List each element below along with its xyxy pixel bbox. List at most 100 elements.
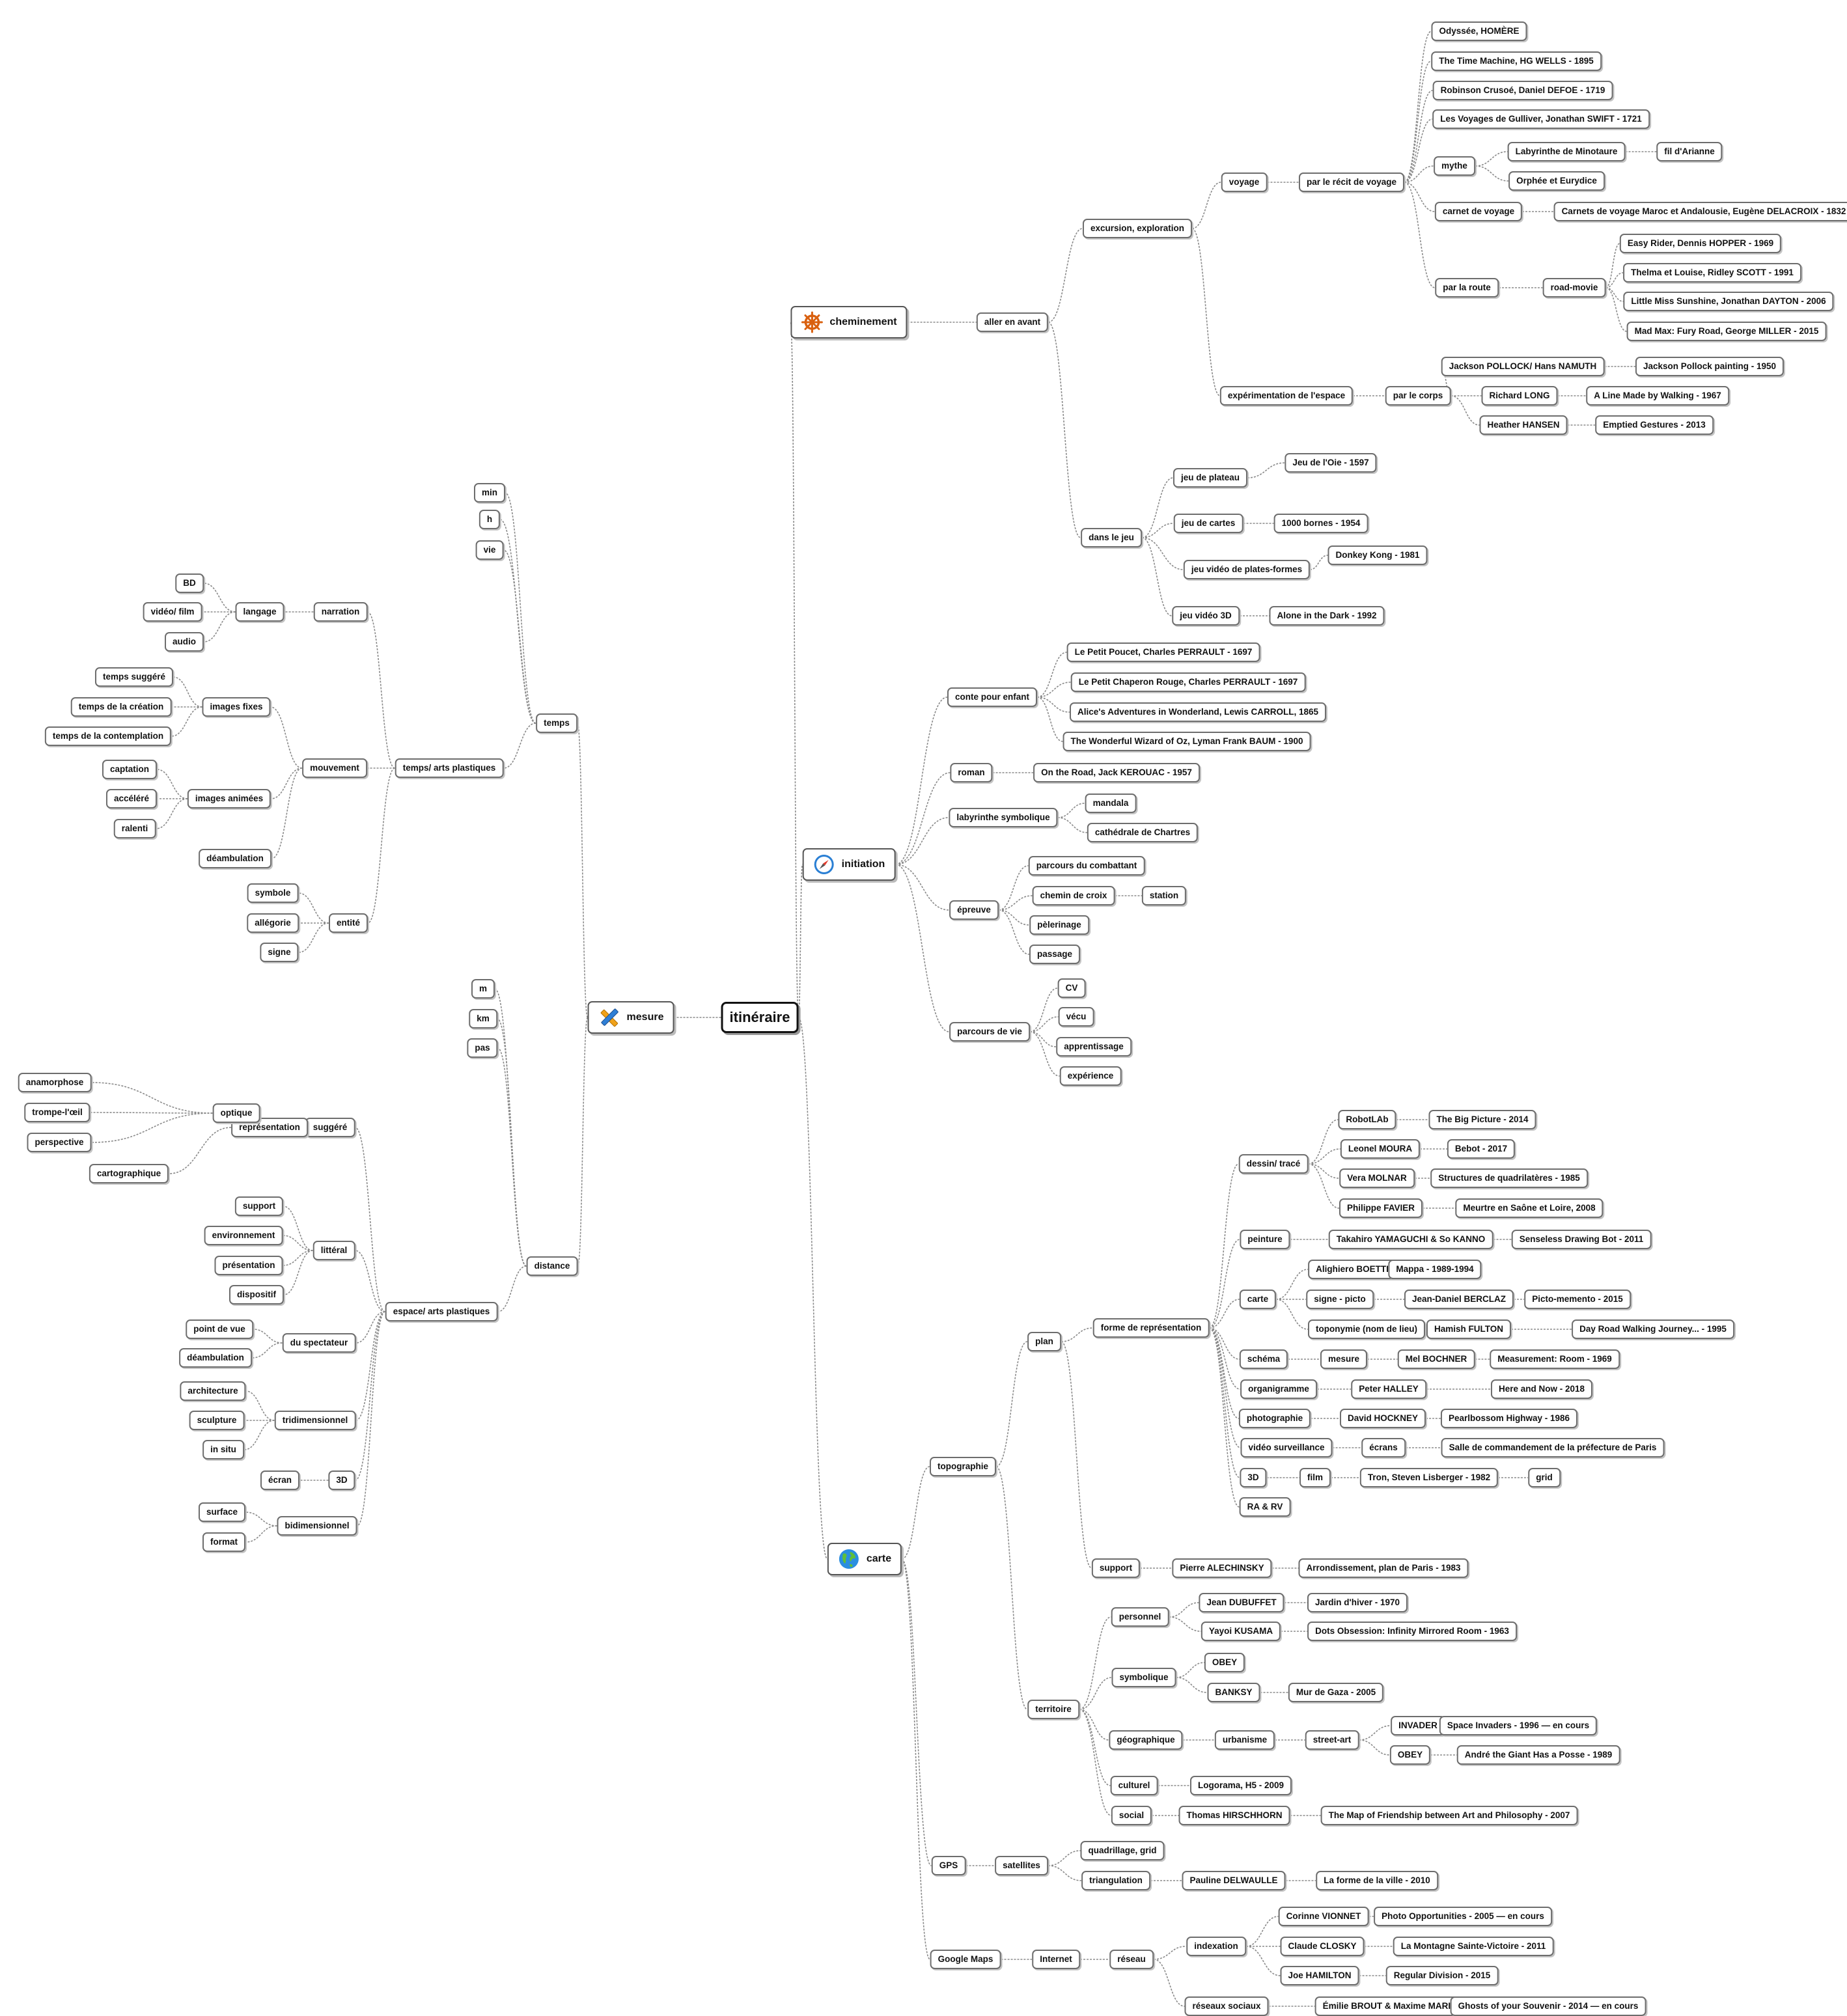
node-min[interactable]: min [473, 483, 506, 503]
node-mouvement[interactable]: mouvement [302, 758, 367, 778]
node-philippe-favier[interactable]: Philippe FAVIER [1339, 1198, 1423, 1218]
node-cathedrale-de-chartres[interactable]: cathédrale de Chartres [1087, 823, 1199, 842]
node-mythe[interactable]: mythe [1434, 156, 1475, 176]
branch-cheminement[interactable]: cheminement [790, 306, 908, 338]
node-jeu-de-plateau[interactable]: jeu de plateau [1173, 468, 1248, 488]
node-mesure[interactable]: mesure [1320, 1349, 1368, 1369]
node-temps-de-la-creation[interactable]: temps de la création [70, 697, 172, 717]
node-takahiro-yamaguchi-so-kanno[interactable]: Takahiro YAMAGUCHI & So KANNO [1328, 1230, 1493, 1249]
node-heather-hansen[interactable]: Heather HANSEN [1479, 415, 1568, 435]
node-deambulation[interactable]: déambulation [179, 1348, 252, 1368]
node-distance[interactable]: distance [526, 1256, 578, 1276]
node-jeu-de-cartes[interactable]: jeu de cartes [1173, 514, 1243, 533]
node-internet[interactable]: Internet [1032, 1950, 1080, 1969]
node-labyrinthe-de-minotaure[interactable]: Labyrinthe de Minotaure [1507, 142, 1626, 161]
node-road-movie[interactable]: road-movie [1542, 278, 1606, 297]
node-presentation[interactable]: présentation [214, 1256, 283, 1275]
node-grid[interactable]: grid [1528, 1468, 1561, 1487]
node-ecran[interactable]: écran [260, 1471, 300, 1490]
node-support[interactable]: support [234, 1196, 284, 1216]
node-regular-division-2015[interactable]: Regular Division - 2015 [1385, 1966, 1499, 1985]
node-peter-halley[interactable]: Peter HALLEY [1351, 1379, 1426, 1399]
node-ralenti[interactable]: ralenti [113, 819, 156, 838]
node-carnets-de-voyage-maroc-et-andalousie-eugene-del[interactable]: Carnets de voyage Maroc et Andalousie, E… [1553, 202, 1847, 221]
node-emptied-gestures-2013[interactable]: Emptied Gestures - 2013 [1595, 415, 1714, 435]
node-day-road-walking-journey-1995[interactable]: Day Road Walking Journey... - 1995 [1572, 1319, 1734, 1339]
node-satellites[interactable]: satellites [995, 1856, 1048, 1875]
node-thelma-et-louise-ridley-scott-1991[interactable]: Thelma et Louise, Ridley SCOTT - 1991 [1623, 263, 1801, 283]
node-parcours-de-vie[interactable]: parcours de vie [949, 1022, 1030, 1042]
node-picto-memento-2015[interactable]: Picto-memento - 2015 [1524, 1290, 1631, 1309]
node-organigramme[interactable]: organigramme [1240, 1379, 1317, 1399]
node-vecu[interactable]: vécu [1058, 1007, 1094, 1027]
node-par-le-recit-de-voyage[interactable]: par le récit de voyage [1298, 173, 1405, 192]
node-claude-closky[interactable]: Claude CLOSKY [1280, 1937, 1365, 1956]
node-vera-molnar[interactable]: Vera MOLNAR [1339, 1168, 1415, 1188]
node-anamorphose[interactable]: anamorphose [18, 1073, 92, 1092]
node-temps-arts-plastiques[interactable]: temps/ arts plastiques [395, 758, 504, 778]
node-jean-daniel-berclaz[interactable]: Jean-Daniel BERCLAZ [1404, 1290, 1514, 1309]
node-logorama-h5-2009[interactable]: Logorama, H5 - 2009 [1189, 1776, 1292, 1795]
node-salle-de-commandement-de-la-prefecture-de-paris[interactable]: Salle de commandement de la préfecture d… [1441, 1438, 1665, 1457]
node-toponymie-nom-de-lieu[interactable]: toponymie (nom de lieu) [1307, 1319, 1426, 1339]
node-vie[interactable]: vie [475, 540, 504, 560]
node-espace-arts-plastiques[interactable]: espace/ arts plastiques [385, 1302, 498, 1321]
node-jardin-d-hiver-1970[interactable]: Jardin d'hiver - 1970 [1307, 1593, 1408, 1612]
node-forme-de-representation[interactable]: forme de représentation [1092, 1318, 1210, 1338]
node-images-animees[interactable]: images animées [187, 789, 271, 808]
node-the-time-machine-hg-wells-1895[interactable]: The Time Machine, HG WELLS - 1895 [1431, 51, 1602, 71]
node-on-the-road-jack-kerouac-1957[interactable]: On the Road, Jack KEROUAC - 1957 [1033, 763, 1200, 782]
node-temps-suggere[interactable]: temps suggéré [94, 667, 174, 687]
node-environnement[interactable]: environnement [204, 1226, 283, 1245]
node-signe-picto[interactable]: signe - picto [1306, 1290, 1374, 1309]
node-captation[interactable]: captation [102, 760, 158, 779]
node-entite[interactable]: entité [328, 913, 368, 933]
node-pearlbossom-highway-1986[interactable]: Pearlbossom Highway - 1986 [1440, 1409, 1578, 1428]
node-measurement-room-1969[interactable]: Measurement: Room - 1969 [1490, 1349, 1620, 1369]
node-structures-de-quadrilateres-1985[interactable]: Structures de quadrilatères - 1985 [1430, 1168, 1588, 1188]
node-point-de-vue[interactable]: point de vue [186, 1319, 253, 1339]
branch-initiation[interactable]: initiation [802, 848, 896, 881]
node-jeu-video-de-plates-formes[interactable]: jeu vidéo de plates-formes [1183, 560, 1311, 579]
node-mandala[interactable]: mandala [1085, 794, 1137, 813]
node-senseless-drawing-bot-2011[interactable]: Senseless Drawing Bot - 2011 [1511, 1230, 1652, 1249]
node-parcours-du-combattant[interactable]: parcours du combattant [1028, 856, 1145, 876]
node-par-le-corps[interactable]: par le corps [1385, 386, 1451, 406]
node-reseaux-sociaux[interactable]: réseaux sociaux [1184, 1996, 1269, 2016]
node-support[interactable]: support [1091, 1558, 1141, 1578]
node-pelerinage[interactable]: pèlerinage [1029, 915, 1089, 935]
node-images-fixes[interactable]: images fixes [202, 697, 271, 717]
node-h[interactable]: h [479, 510, 501, 529]
node-bd[interactable]: BD [175, 573, 204, 593]
node-peinture[interactable]: peinture [1240, 1230, 1290, 1249]
node-architecture[interactable]: architecture [180, 1381, 246, 1401]
node-odyssee-homere[interactable]: Odyssée, HOMÈRE [1431, 21, 1527, 41]
node-ra-rv[interactable]: RA & RV [1239, 1497, 1291, 1517]
node-the-map-of-friendship-between-art-and-philosophy[interactable]: The Map of Friendship between Art and Ph… [1320, 1806, 1578, 1825]
node-indexation[interactable]: indexation [1186, 1937, 1246, 1956]
node-alighiero-boetti[interactable]: Alighiero BOETTI [1308, 1260, 1396, 1279]
node-allegorie[interactable]: allégorie [247, 913, 299, 933]
node-experience[interactable]: expérience [1059, 1066, 1122, 1086]
node-dans-le-jeu[interactable]: dans le jeu [1081, 528, 1142, 547]
node-photo-opportunities-2005-en-cours[interactable]: Photo Opportunities - 2005 — en cours [1374, 1907, 1552, 1926]
node-richard-long[interactable]: Richard LONG [1481, 386, 1558, 406]
node-banksy[interactable]: BANKSY [1207, 1683, 1260, 1702]
node-geographique[interactable]: géographique [1109, 1730, 1183, 1750]
node-la-forme-de-la-ville-2010[interactable]: La forme de la ville - 2010 [1316, 1871, 1438, 1890]
node-video-surveillance[interactable]: vidéo surveillance [1240, 1438, 1333, 1457]
node-cv[interactable]: CV [1057, 978, 1086, 998]
node-temps-de-la-contemplation[interactable]: temps de la contemplation [44, 726, 172, 746]
node-du-spectateur[interactable]: du spectateur [282, 1333, 356, 1353]
node-mel-bochner[interactable]: Mel BOCHNER [1397, 1349, 1475, 1369]
node-signe[interactable]: signe [260, 943, 299, 962]
node-audio[interactable]: audio [165, 632, 204, 652]
node-obey[interactable]: OBEY [1389, 1745, 1431, 1765]
node-langage[interactable]: langage [235, 602, 285, 622]
node-voyage[interactable]: voyage [1221, 173, 1268, 192]
node-dessin-trace[interactable]: dessin/ tracé [1238, 1154, 1309, 1174]
node-triangulation[interactable]: triangulation [1081, 1871, 1150, 1890]
node-deambulation[interactable]: déambulation [199, 849, 271, 868]
node-the-wonderful-wizard-of-oz-lyman-frank-baum-1900[interactable]: The Wonderful Wizard of Oz, Lyman Frank … [1062, 732, 1311, 751]
node-google-maps[interactable]: Google Maps [930, 1950, 1001, 1969]
